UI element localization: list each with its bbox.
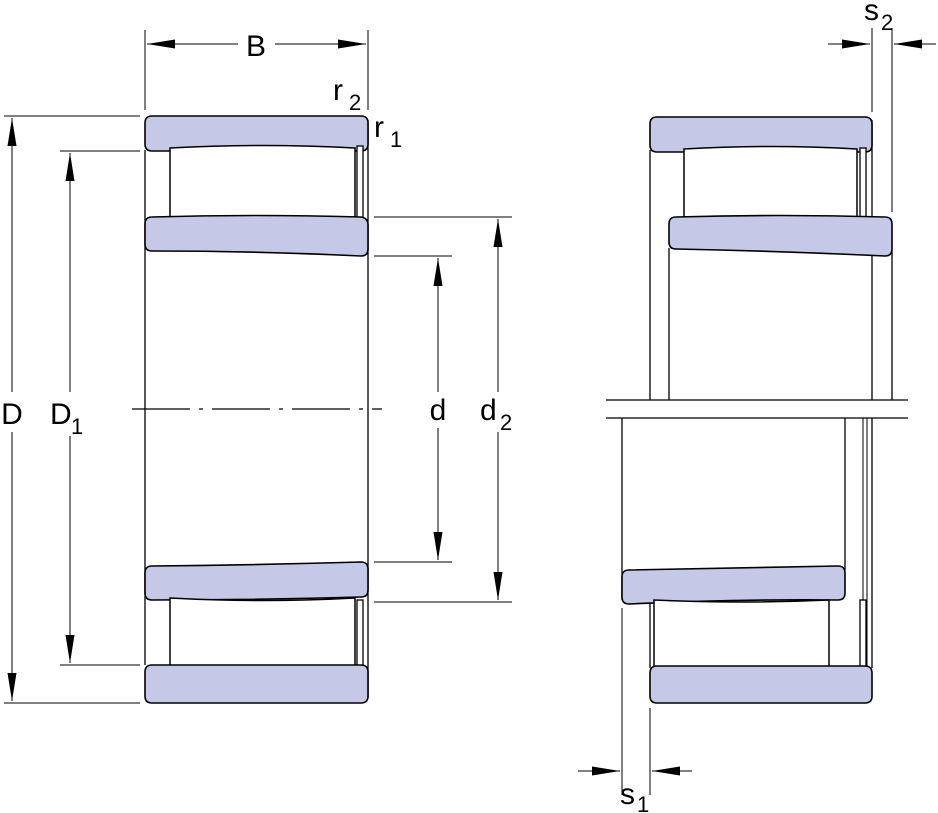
snap-ring-bottom <box>356 599 364 671</box>
svg-text:2: 2 <box>500 410 512 435</box>
svg-text:D: D <box>50 398 72 431</box>
outer-ring-bottom <box>144 664 369 704</box>
svg-text:2: 2 <box>881 10 893 35</box>
left-extension-lines <box>4 30 512 704</box>
right-roller-top <box>683 145 858 222</box>
label-D: D <box>1 398 23 431</box>
svg-text:1: 1 <box>390 127 402 152</box>
label-r1: r 1 <box>374 111 402 152</box>
dimension-d2: d 2 <box>480 219 512 600</box>
inner-ring-bottom <box>144 561 369 601</box>
right-snap-ring-top <box>859 147 867 219</box>
dimension-d: d <box>430 258 447 560</box>
svg-text:d: d <box>480 394 497 427</box>
right-inner-ring-bottom <box>621 565 846 605</box>
label-s1: s 1 <box>620 778 649 813</box>
label-d: d <box>430 394 447 427</box>
svg-text:1: 1 <box>71 414 83 439</box>
inner-ring-top <box>144 214 369 257</box>
svg-text:r: r <box>374 111 384 144</box>
label-s2: s 2 <box>864 0 893 35</box>
dimension-B: B <box>147 30 366 63</box>
svg-text:r: r <box>333 74 343 107</box>
right-snap-ring-bottom <box>859 599 867 671</box>
right-inner-ring-top <box>668 214 893 257</box>
roller-bottom <box>169 597 356 671</box>
label-D1: D 1 <box>50 398 83 439</box>
dimension-s1: s 1 <box>578 608 692 813</box>
label-d2: d 2 <box>480 394 512 435</box>
left-section-view <box>132 115 382 704</box>
dimension-D: D <box>1 118 23 701</box>
right-section-view <box>606 116 908 704</box>
svg-text:s: s <box>864 0 879 27</box>
svg-text:1: 1 <box>637 792 649 813</box>
right-outer-ring-bottom <box>649 665 873 704</box>
dimension-D1: D 1 <box>50 153 83 663</box>
label-B: B <box>246 30 266 63</box>
snap-ring-top <box>356 145 364 219</box>
roller-top <box>169 144 356 221</box>
label-r2: r 2 <box>333 74 361 115</box>
svg-text:s: s <box>620 778 635 811</box>
dimension-s2: s 2 <box>828 0 936 212</box>
svg-text:2: 2 <box>349 90 361 115</box>
right-roller-bottom <box>653 599 830 671</box>
